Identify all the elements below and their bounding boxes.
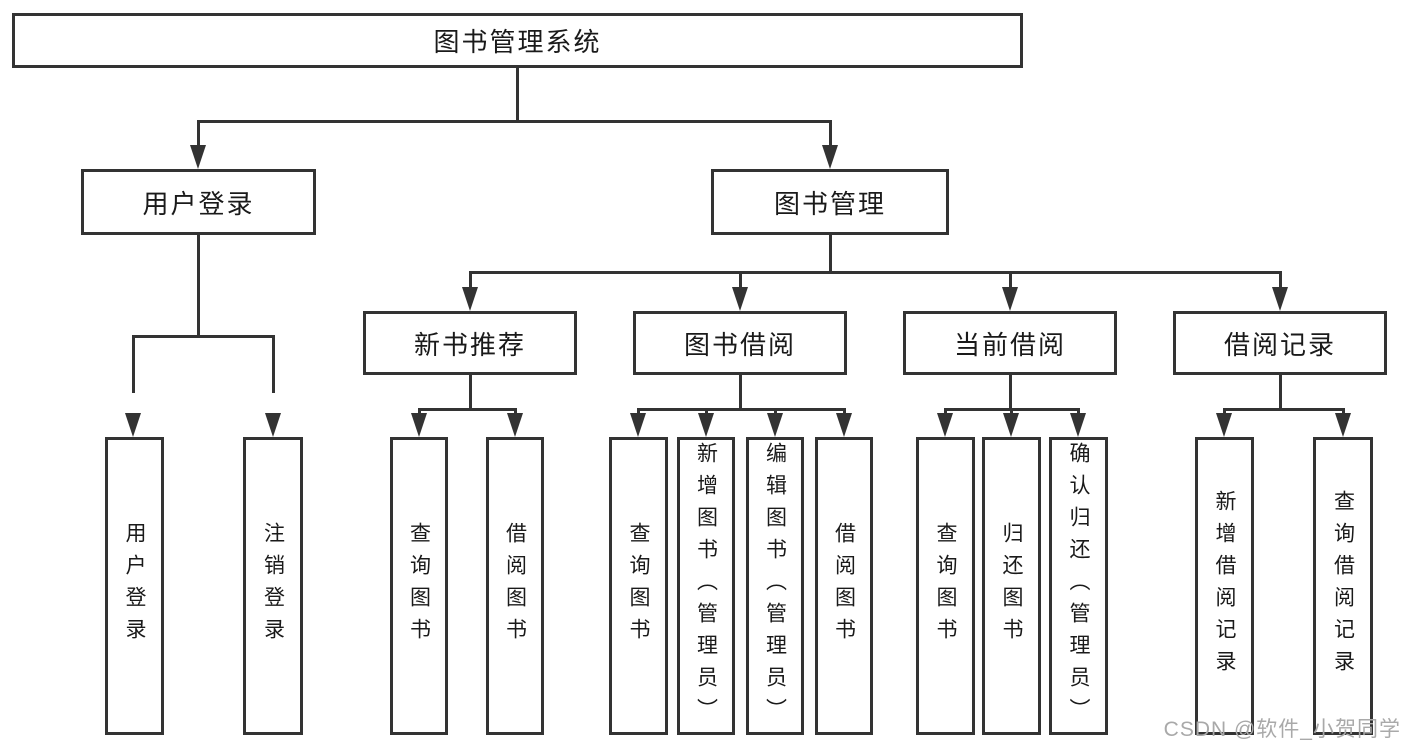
- connector-line: [469, 271, 1281, 274]
- connector-line: [1279, 375, 1282, 408]
- arrow-down-icon: [732, 287, 748, 311]
- node-book-management: 图书管理: [711, 169, 949, 235]
- node-current-borrow-label: 当前借阅: [953, 329, 1066, 360]
- connector-line: [418, 408, 516, 411]
- leaf-borrowing-borrow-books: 借阅图书: [815, 437, 873, 735]
- leaf-newbooks-query-books-label: 查询图书: [407, 522, 431, 650]
- leaf-current-query-books: 查询图书: [916, 437, 975, 735]
- node-new-books-label: 新书推荐: [413, 329, 526, 360]
- node-current-borrow: 当前借阅: [903, 311, 1117, 375]
- leaf-borrowing-edit-books-admin-label: 编辑图书（管理员）: [763, 442, 787, 730]
- leaf-newbooks-borrow-books-label: 借阅图书: [503, 522, 527, 650]
- connector-line: [1279, 271, 1282, 291]
- arrow-down-icon: [1335, 413, 1351, 437]
- connector-line: [132, 335, 135, 393]
- leaf-user-login-label: 用户登录: [123, 522, 146, 650]
- node-borrowing-label: 图书借阅: [683, 329, 796, 360]
- connector-line: [469, 375, 472, 408]
- connector-line: [829, 235, 832, 271]
- node-borrow-records-label: 借阅记录: [1223, 329, 1336, 360]
- node-new-books: 新书推荐: [363, 311, 577, 375]
- leaf-newbooks-query-books: 查询图书: [390, 437, 448, 735]
- arrow-down-icon: [937, 413, 953, 437]
- arrow-down-icon: [1002, 287, 1018, 311]
- node-user-login-label: 用户登录: [142, 188, 255, 219]
- leaf-borrowing-query-books-label: 查询图书: [627, 522, 650, 650]
- arrow-down-icon: [836, 413, 852, 437]
- leaf-current-query-books-label: 查询图书: [934, 522, 957, 650]
- leaf-logout-label: 注销登录: [261, 522, 285, 650]
- node-root: 图书管理系统: [12, 13, 1023, 68]
- connector-line: [197, 120, 200, 148]
- connector-line: [272, 335, 275, 393]
- leaf-logout: 注销登录: [243, 437, 303, 735]
- arrow-down-icon: [190, 145, 206, 169]
- node-user-login: 用户登录: [81, 169, 316, 235]
- connector-line: [469, 271, 472, 291]
- arrow-down-icon: [125, 413, 141, 437]
- arrow-down-icon: [265, 413, 281, 437]
- leaf-records-add-record-label: 新增借阅记录: [1213, 490, 1236, 682]
- connector-line: [739, 375, 742, 408]
- node-root-label: 图书管理系统: [433, 27, 602, 57]
- leaf-newbooks-borrow-books: 借阅图书: [486, 437, 544, 735]
- node-borrow-records: 借阅记录: [1173, 311, 1387, 375]
- leaf-current-confirm-return-admin-label: 确认归还（管理员）: [1067, 442, 1090, 730]
- connector-line: [637, 408, 845, 411]
- arrow-down-icon: [1070, 413, 1086, 437]
- connector-line: [1009, 271, 1012, 291]
- leaf-current-return-books-label: 归还图书: [1000, 522, 1023, 650]
- node-borrowing: 图书借阅: [633, 311, 847, 375]
- leaf-user-login: 用户登录: [105, 437, 164, 735]
- leaf-borrowing-edit-books-admin: 编辑图书（管理员）: [746, 437, 804, 735]
- leaf-records-add-record: 新增借阅记录: [1195, 437, 1254, 735]
- arrow-down-icon: [630, 413, 646, 437]
- connector-line: [516, 68, 519, 120]
- connector-line: [132, 335, 274, 338]
- leaf-borrowing-query-books: 查询图书: [609, 437, 668, 735]
- leaf-current-confirm-return-admin: 确认归还（管理员）: [1049, 437, 1108, 735]
- arrow-down-icon: [507, 413, 523, 437]
- arrow-down-icon: [1272, 287, 1288, 311]
- arrow-down-icon: [411, 413, 427, 437]
- arrow-down-icon: [698, 413, 714, 437]
- leaf-borrowing-add-books-admin: 新增图书（管理员）: [677, 437, 735, 735]
- leaf-records-query-record: 查询借阅记录: [1313, 437, 1373, 735]
- csdn-watermark: CSDN @软件_小贺同学: [1163, 718, 1401, 741]
- leaf-records-query-record-label: 查询借阅记录: [1331, 490, 1355, 682]
- node-book-management-label: 图书管理: [773, 188, 886, 219]
- connector-line: [1009, 375, 1012, 408]
- leaf-current-return-books: 归还图书: [982, 437, 1041, 735]
- arrow-down-icon: [462, 287, 478, 311]
- connector-line: [829, 120, 832, 148]
- connector-line: [197, 235, 200, 335]
- connector-line: [1223, 408, 1344, 411]
- connector-line: [197, 120, 831, 123]
- arrow-down-icon: [1003, 413, 1019, 437]
- connector-line: [739, 271, 742, 291]
- arrow-down-icon: [822, 145, 838, 169]
- arrow-down-icon: [767, 413, 783, 437]
- arrow-down-icon: [1216, 413, 1232, 437]
- leaf-borrowing-add-books-admin-label: 新增图书（管理员）: [694, 442, 718, 730]
- leaf-borrowing-borrow-books-label: 借阅图书: [832, 522, 856, 650]
